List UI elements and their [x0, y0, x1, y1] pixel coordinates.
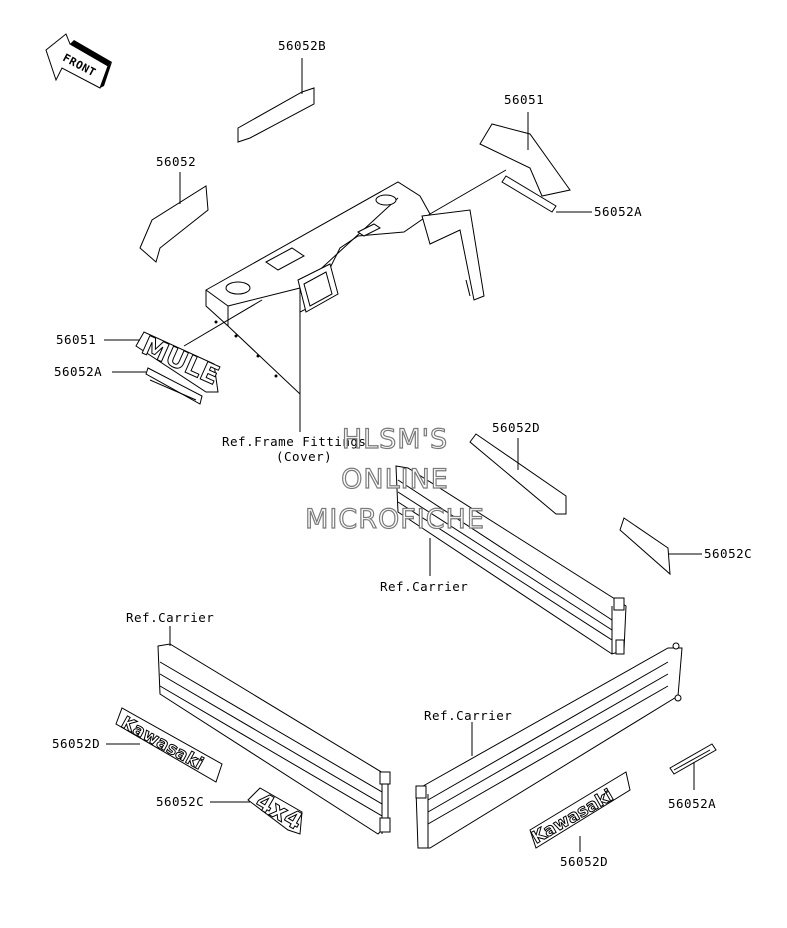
- decal-kawasaki-right-text: Kawasaki: [529, 786, 617, 849]
- label-ref-frame-fittings: Ref.Frame Fittings: [222, 434, 366, 449]
- decal-56052b: 56052B: [237, 38, 326, 143]
- decal-56052c-mid: 56052C: [619, 517, 752, 576]
- label-56052d-mid: 56052D: [492, 420, 540, 435]
- carrier-panel-right: Ref.Carrier: [415, 642, 683, 849]
- decal-kawasaki-left: Kawasaki 56052D: [52, 707, 223, 783]
- decal-56052a-right: 56052A: [501, 175, 642, 219]
- label-56052d-bottom-left: 56052D: [52, 736, 100, 751]
- watermark-line-1: HLSM'S: [342, 424, 448, 455]
- carrier-panel-left: Ref.Carrier: [126, 610, 391, 835]
- decal-56052d-mid: 56052D: [469, 420, 567, 515]
- label-ref-carrier-left: Ref.Carrier: [126, 610, 214, 625]
- watermark-line-3: MICROFICHE: [305, 504, 485, 535]
- front-arrow-icon: FRONT: [45, 33, 112, 89]
- decal-56052a-bottom-right: 56052A: [668, 743, 717, 811]
- frame-cover: [183, 169, 507, 432]
- label-56052d-bottom-right: 56052D: [560, 854, 608, 869]
- decal-kawasaki-right: Kawasaki 56052D: [528, 771, 631, 869]
- decal-56051-top: 56051: [479, 92, 571, 197]
- decal-4x4: 4x4 56052C: [156, 786, 308, 836]
- label-56051-mule: 56051: [56, 332, 96, 347]
- label-56052c-bottom-left: 56052C: [156, 794, 204, 809]
- label-56052b-top: 56052B: [278, 38, 326, 53]
- label-56051-top: 56051: [504, 92, 544, 107]
- label-ref-frame-cover: (Cover): [276, 449, 332, 464]
- watermark: HLSM'S ONLINE MICROFICHE: [304, 423, 485, 535]
- decal-mule-text: MULE: [137, 331, 223, 391]
- decal-56052a-mule: 56052A: [54, 364, 203, 405]
- label-56052a-mule: 56052A: [54, 364, 102, 379]
- watermark-line-2: ONLINE: [341, 464, 449, 495]
- label-56052c-mid: 56052C: [704, 546, 752, 561]
- label-56052a-bottom-right: 56052A: [668, 796, 716, 811]
- decal-56052-left: 56052: [139, 154, 209, 263]
- label-56052-left: 56052: [156, 154, 196, 169]
- carrier-panel-center: Ref.Carrier: [380, 465, 627, 655]
- label-ref-carrier-right: Ref.Carrier: [424, 708, 512, 723]
- label-ref-carrier-center: Ref.Carrier: [380, 579, 468, 594]
- decal-mule: MULE 56051: [56, 330, 224, 393]
- label-56052a-right: 56052A: [594, 204, 642, 219]
